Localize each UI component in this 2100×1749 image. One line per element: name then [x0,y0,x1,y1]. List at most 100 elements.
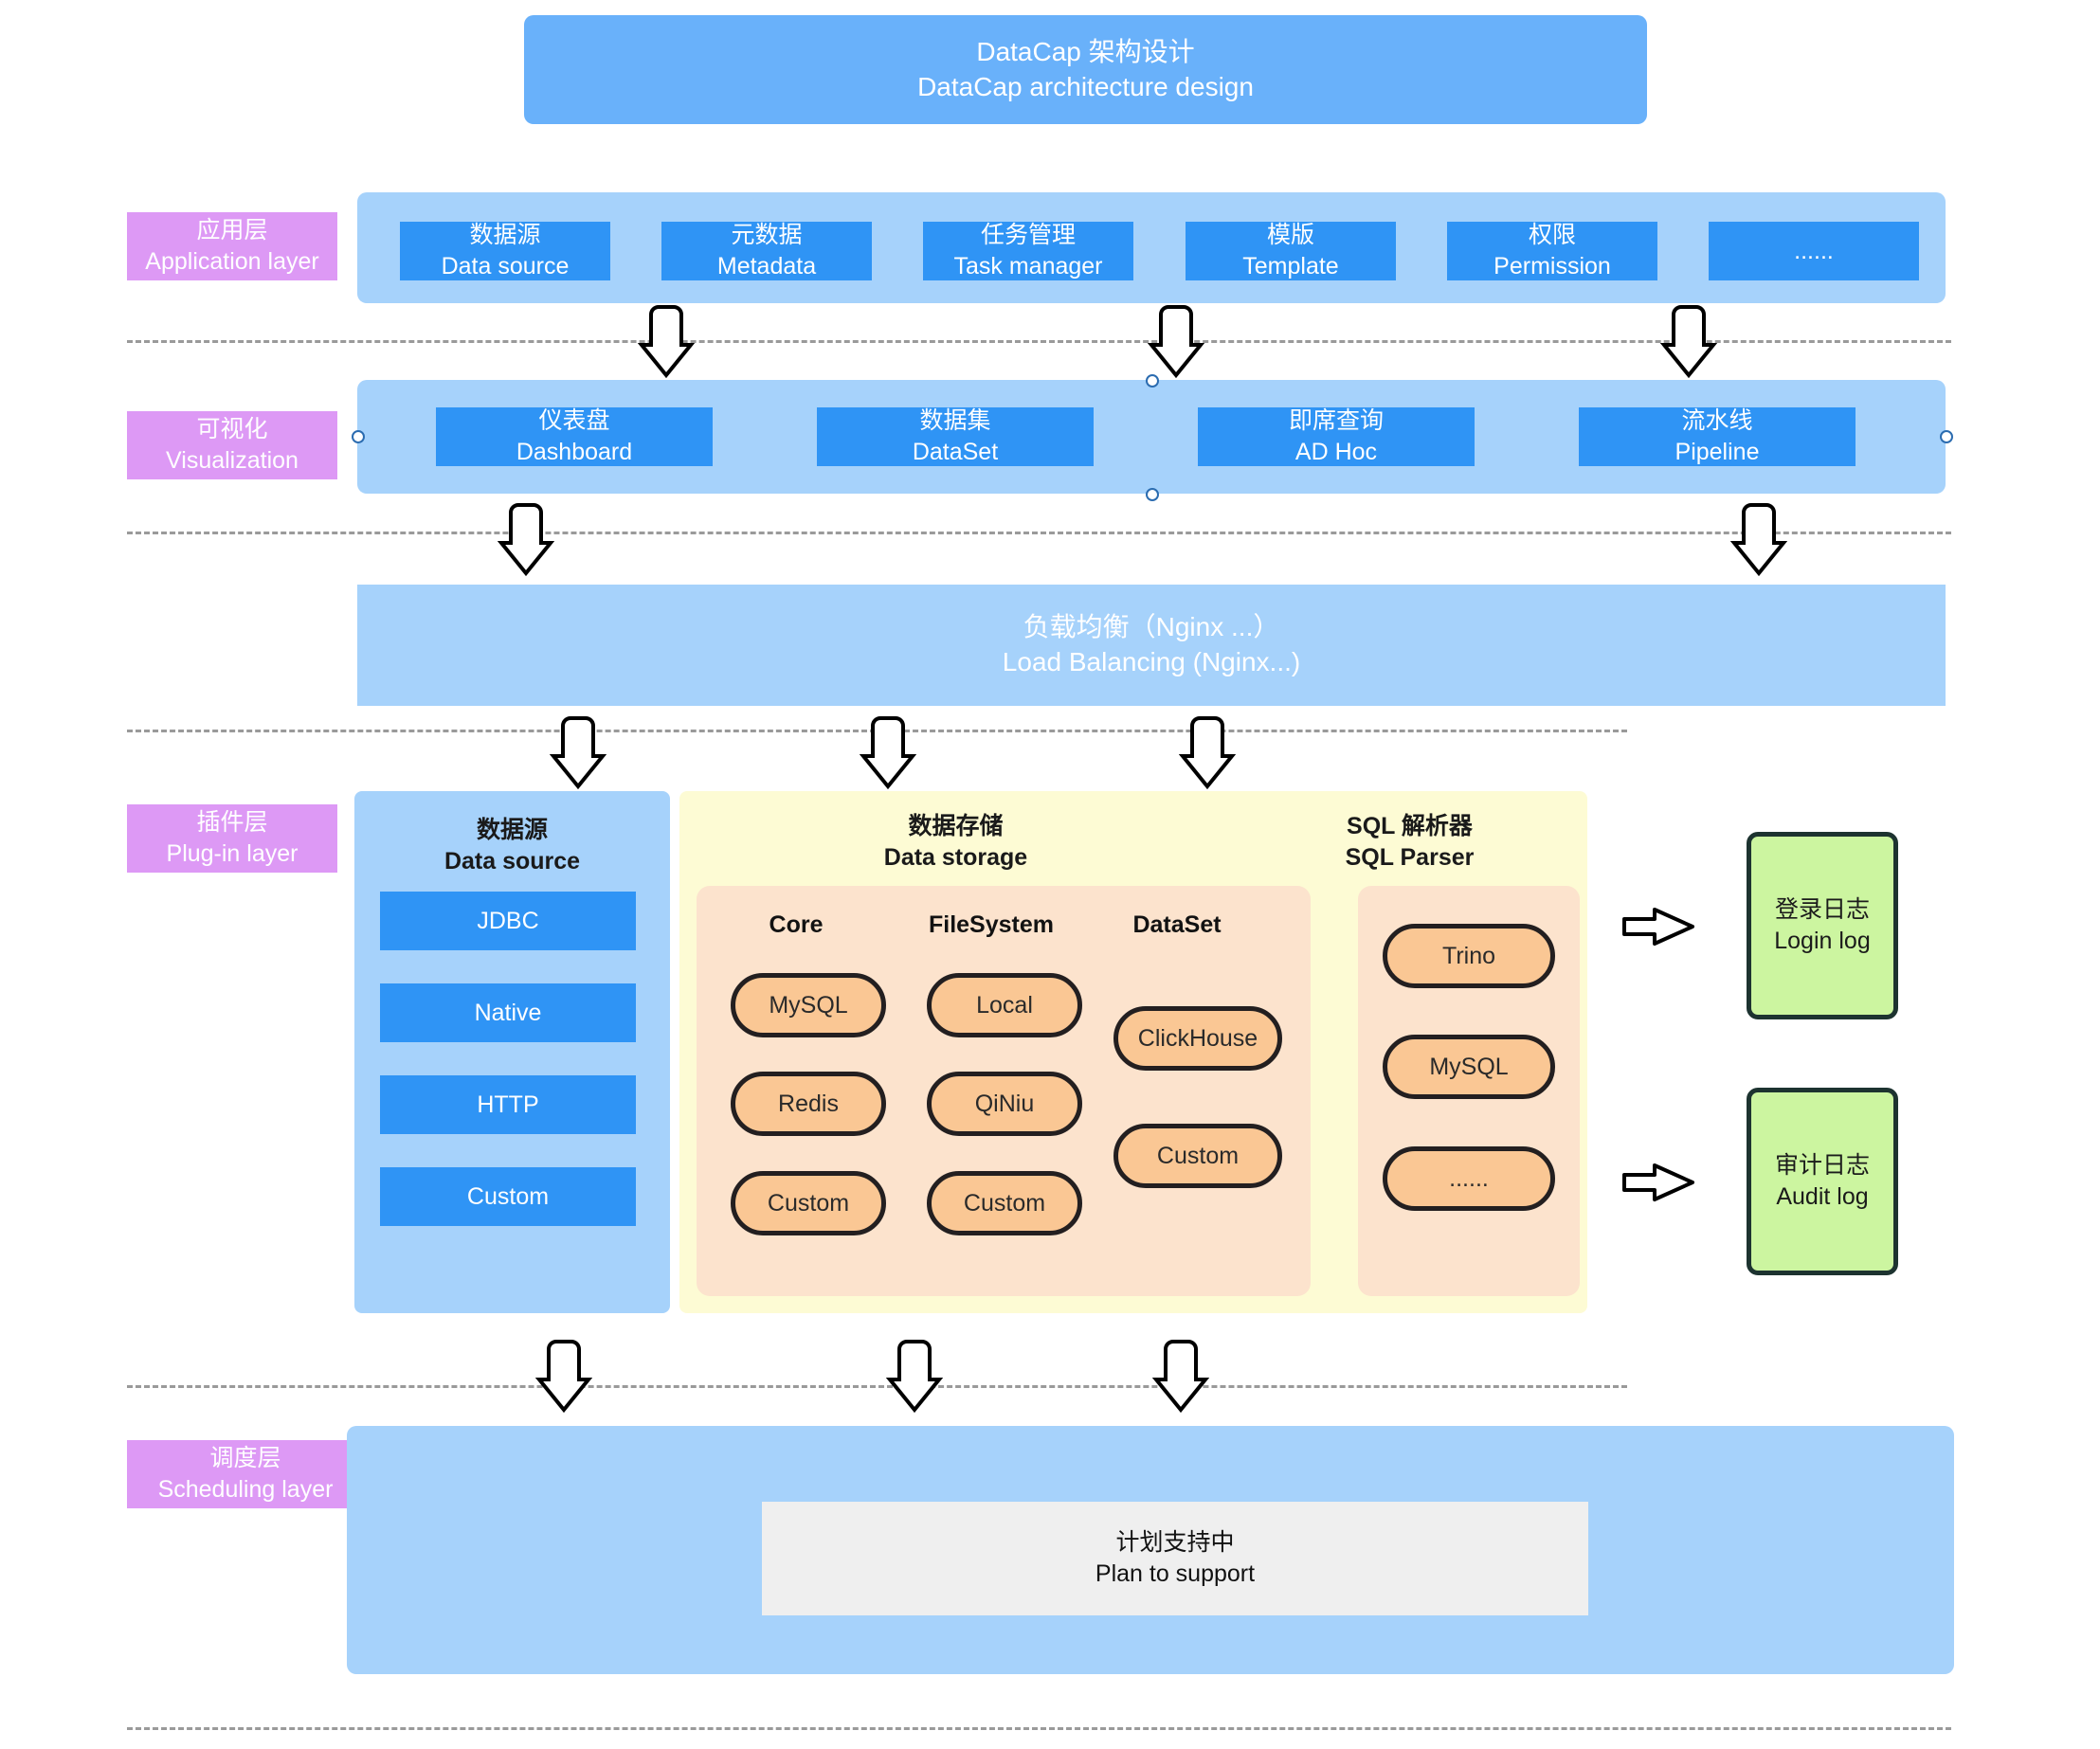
storage-core-mysql[interactable]: MySQL [731,973,886,1037]
app-item-more[interactable]: ...... [1709,222,1919,280]
layer-tag-visualization: 可视化 Visualization [127,411,337,479]
storage-core-redis[interactable]: Redis [731,1072,886,1136]
arrow-down-plugin-sched-3 [1152,1340,1209,1414]
arrow-down-lb-plugin-2 [860,716,916,790]
layer-tag-scheduling: 调度层 Scheduling layer [127,1440,364,1508]
app-item-1-zh: 元数据 [731,222,803,248]
divider-plugin-scheduling [127,1385,1627,1388]
storage-filesystem-local[interactable]: Local [927,973,1082,1037]
storage-core-custom[interactable]: Custom [731,1171,886,1235]
plugin-sql-parser-title-en: SQL Parser [1345,844,1475,871]
viz-item-3-zh: 流水线 [1681,407,1753,434]
sql-parser-trino[interactable]: Trino [1383,924,1555,988]
selection-handle-top[interactable] [1146,374,1159,388]
arrow-right-login-log [1622,908,1694,946]
plugin-data-storage-header: 数据存储 Data storage [679,806,1232,878]
arrow-down-viz-lb-1 [498,503,554,577]
plugin-data-source-item-custom[interactable]: Custom [380,1167,636,1226]
storage-column-header-dataset: DataSet [1087,909,1267,941]
app-item-0-en: Data source [441,253,570,279]
audit-log-en: Audit log [1776,1183,1869,1210]
storage-column-header-core: Core [706,909,886,941]
app-item-0-zh: 数据源 [469,222,541,248]
visualization-layer-band: 仪表盘 Dashboard 数据集 DataSet 即席查询 AD Hoc 流水… [357,380,1946,494]
plugin-ds-item-1-label: Native [474,999,542,1026]
storage-filesystem-custom[interactable]: Custom [927,1171,1082,1235]
plugin-data-source-title-zh: 数据源 [476,817,548,843]
arrow-down-app-viz-2 [1148,305,1204,379]
plugin-data-source-header: 数据源 Data source [354,810,670,882]
app-item-task-manager[interactable]: 任务管理 Task manager [923,222,1133,280]
sql-parser-item-0-label: Trino [1441,942,1496,969]
app-item-1-en: Metadata [716,253,817,279]
diagram-title-en: DataCap architecture design [917,71,1254,101]
sql-parser-item-1-label: MySQL [1429,1053,1509,1080]
diagram-title: DataCap 架构设计 DataCap architecture design [524,15,1647,124]
storage-dataset-clickhouse[interactable]: ClickHouse [1113,1006,1282,1071]
sql-parser-more[interactable]: ...... [1383,1146,1555,1211]
viz-item-ad-hoc[interactable]: 即席查询 AD Hoc [1198,407,1475,466]
app-item-5-en: ...... [1794,237,1834,264]
layer-tag-visualization-en: Visualization [166,447,299,474]
plugin-data-storage-title-zh: 数据存储 [908,813,1004,839]
viz-item-pipeline[interactable]: 流水线 Pipeline [1579,407,1856,466]
arrow-right-audit-log [1622,1163,1694,1201]
plugin-data-storage-inner: Core FileSystem DataSet MySQL Redis Cust… [697,886,1311,1296]
layer-tag-plugin-zh: 插件层 [196,809,268,836]
viz-item-dataset[interactable]: 数据集 DataSet [817,407,1094,466]
arrow-down-plugin-sched-2 [886,1340,943,1414]
app-item-metadata[interactable]: 元数据 Metadata [661,222,872,280]
arrow-down-lb-plugin-1 [550,716,606,790]
storage-col-2-label: DataSet [1132,911,1222,938]
load-balancing-zh: 负载均衡（Nginx ...） [1023,612,1280,642]
storage-core-item-2-label: Custom [767,1189,850,1217]
app-item-2-en: Task manager [953,253,1103,279]
divider-bottom [127,1727,1951,1730]
app-item-2-zh: 任务管理 [980,222,1076,248]
arrow-down-app-viz-1 [638,305,695,379]
plugin-data-source-item-http[interactable]: HTTP [380,1075,636,1134]
arrow-down-viz-lb-2 [1730,503,1787,577]
app-item-4-zh: 权限 [1528,222,1576,248]
selection-handle-right[interactable] [1940,430,1953,443]
viz-item-0-en: Dashboard [516,439,633,465]
audit-log-box[interactable]: 审计日志 Audit log [1747,1088,1898,1275]
storage-column-header-filesystem: FileSystem [901,909,1081,941]
plugin-sql-parser-header: SQL 解析器 SQL Parser [1232,806,1587,878]
sql-parser-item-2-label: ...... [1449,1164,1489,1192]
arrow-down-lb-plugin-3 [1179,716,1236,790]
app-item-4-en: Permission [1494,253,1611,279]
app-item-template[interactable]: 模版 Template [1186,222,1396,280]
scheduling-layer-band: 计划支持中 Plan to support [347,1426,1954,1674]
viz-item-dashboard[interactable]: 仪表盘 Dashboard [436,407,713,466]
divider-visualization-lb [127,532,1951,534]
layer-tag-plugin: 插件层 Plug-in layer [127,804,337,873]
plugin-sql-parser-inner: Trino MySQL ...... [1358,886,1580,1296]
storage-fs-item-0-label: Local [976,991,1033,1019]
plugin-data-source-item-jdbc[interactable]: JDBC [380,892,636,950]
audit-log-zh: 审计日志 [1774,1152,1870,1179]
storage-dataset-custom[interactable]: Custom [1113,1124,1282,1188]
load-balancing-band: 负载均衡（Nginx ...） Load Balancing (Nginx...… [357,585,1946,706]
selection-handle-bottom[interactable] [1146,488,1159,501]
plugin-data-source-panel: 数据源 Data source JDBC Native HTTP Custom [354,791,670,1313]
selection-handle-left[interactable] [352,430,365,443]
plugin-data-source-item-native[interactable]: Native [380,983,636,1042]
sql-parser-mysql[interactable]: MySQL [1383,1035,1555,1099]
storage-col-0-label: Core [769,911,824,938]
storage-filesystem-qiniu[interactable]: QiNiu [927,1072,1082,1136]
plugin-sql-parser-title-zh: SQL 解析器 [1347,813,1473,839]
plugin-data-source-title-en: Data source [444,848,581,874]
app-item-permission[interactable]: 权限 Permission [1447,222,1657,280]
viz-item-3-en: Pipeline [1675,439,1760,465]
storage-core-item-0-label: MySQL [769,991,848,1019]
storage-ds-item-1-label: Custom [1156,1142,1240,1169]
layer-tag-visualization-zh: 可视化 [196,416,268,442]
login-log-box[interactable]: 登录日志 Login log [1747,832,1898,1019]
layer-tag-plugin-en: Plug-in layer [166,840,299,867]
load-balancing-en: Load Balancing (Nginx...) [1002,647,1301,676]
plugin-ds-item-3-label: Custom [466,1182,550,1210]
viz-item-2-en: AD Hoc [1294,439,1378,465]
viz-item-2-zh: 即席查询 [1288,407,1384,434]
app-item-data-source[interactable]: 数据源 Data source [400,222,610,280]
